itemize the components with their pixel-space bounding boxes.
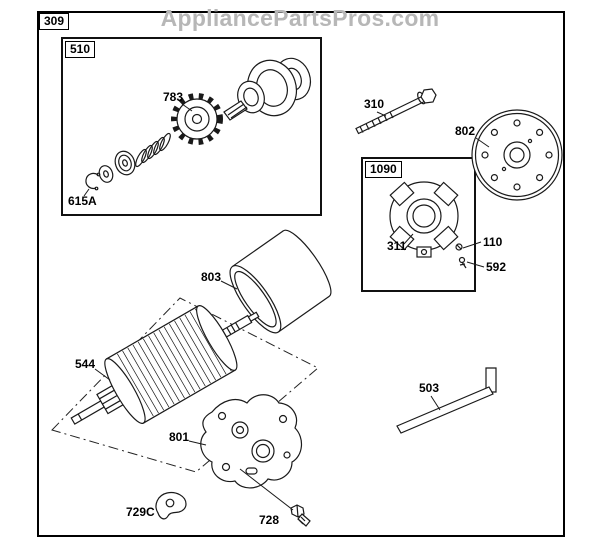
part-label-brush-holder: 311 <box>387 239 407 253</box>
watermark-text: AppliancePartsPros.com <box>160 5 440 31</box>
part-label-clip: 729C <box>126 505 155 519</box>
drive-inset-badge: 510 <box>65 41 96 58</box>
drive-assembly-inset: 510 <box>61 37 322 216</box>
part-label-cover-band: 503 <box>419 381 440 395</box>
part-label-retaining-ring: 615A <box>68 194 97 208</box>
part-label-housing: 803 <box>201 270 222 284</box>
part-label-terminal: 110 <box>483 235 503 249</box>
brush-inset-badge: 1090 <box>365 161 402 178</box>
part-label-end-cap: 802 <box>455 124 476 138</box>
brush-assembly-inset: 1090 <box>361 157 476 292</box>
part-label-screw: 728 <box>259 513 280 527</box>
part-label-armature: 544 <box>75 357 96 371</box>
part-label-gear: 783 <box>163 90 184 104</box>
part-label-through-bolt: 310 <box>364 97 385 111</box>
diagram-frame <box>37 11 565 537</box>
part-label-terminal-screw: 592 <box>486 260 507 274</box>
diagram-number-badge: 309 <box>39 13 70 30</box>
part-label-end-bracket: 801 <box>169 430 190 444</box>
